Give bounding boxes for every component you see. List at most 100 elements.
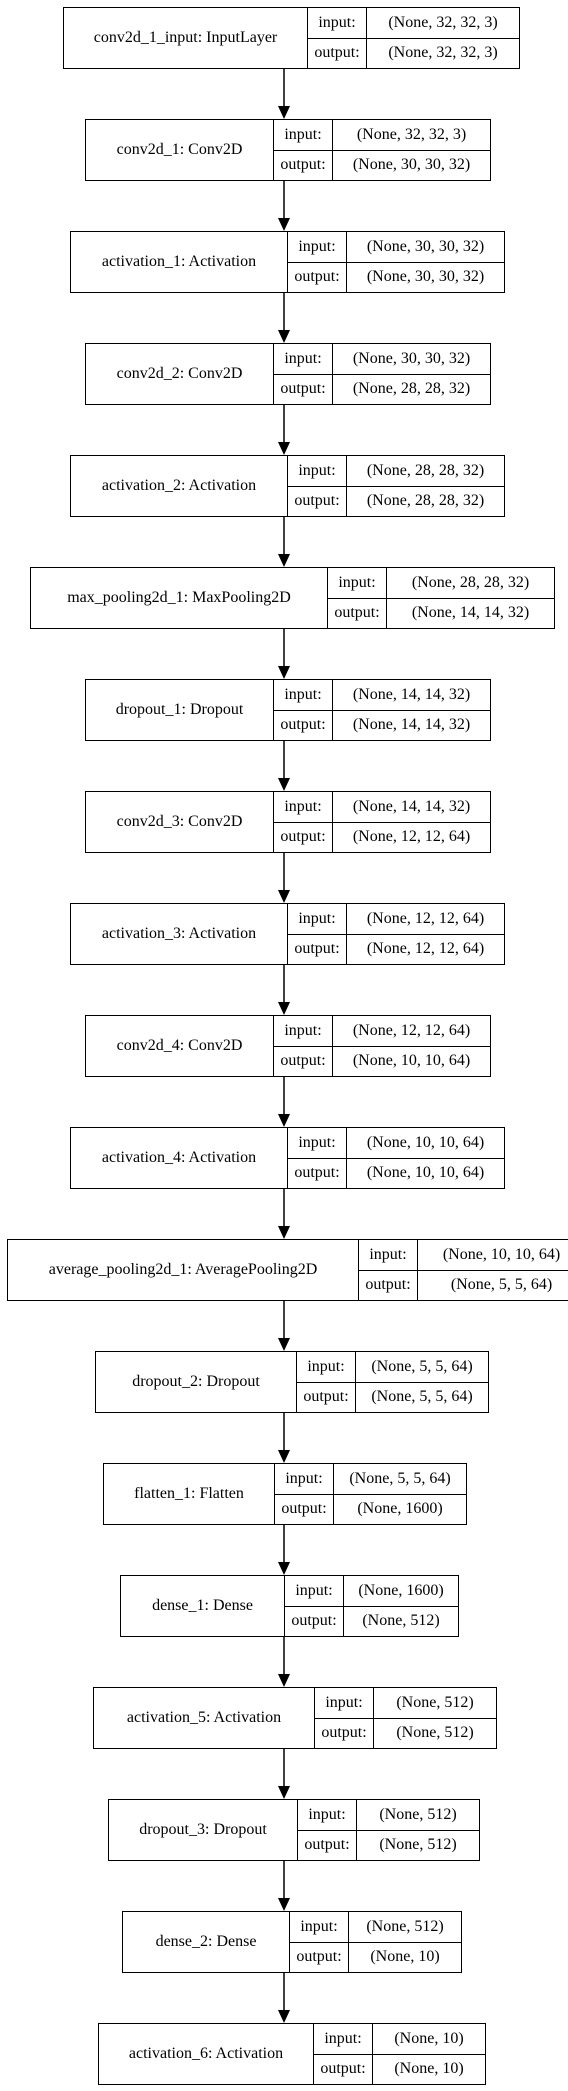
output-row: output:(None, 28, 28, 32) [274,373,490,404]
output-shape: (None, 28, 28, 32) [366,492,485,510]
input-shape: (None, 32, 32, 3) [356,125,467,143]
input-row: input: (None, 1600) [285,1576,458,1606]
input-shape: (None, 1600) [358,1581,444,1599]
output-label: output: [314,2054,373,2084]
input-label: input: [308,8,367,38]
output-row: output: (None, 32, 32, 3) [308,37,519,68]
input-label: input: [274,680,333,710]
output-row: output:(None, 1600) [275,1493,466,1524]
output-row: output: (None, 28, 28, 32) [288,485,504,516]
input-row: input:(None, 512) [290,1912,461,1942]
input-label: input: [297,1352,356,1382]
output-row: output:(None, 10, 10, 64) [274,1045,490,1076]
output-shape: (None, 5, 5, 64) [450,1276,553,1294]
arrow-head-icon [278,554,290,567]
input-row: input:(None, 10) [314,2024,485,2054]
output-row: output: (None, 5, 5, 64) [359,1269,568,1300]
output-shape: (None, 14, 14, 32) [352,716,471,734]
output-shape: (None, 32, 32, 3) [388,44,498,62]
layer-name: dropout_2: Dropout [96,1352,297,1412]
layer-name: activation_4: Activation [71,1128,288,1188]
output-shape: (None, 10) [370,1948,440,1966]
input-shape: (None, 30, 30, 32) [352,349,471,367]
output-label: output: [308,38,367,68]
output-label: output: [297,1382,356,1412]
layer-name: activation_6: Activation [99,2024,314,2084]
output-row: output:(None, 10, 10, 64) [288,1157,504,1188]
input-label: input: [288,232,347,262]
input-shape: (None, 28, 28, 32) [411,573,530,591]
output-label: output: [285,1606,344,1636]
input-row: input:(None, 30, 30, 32) [274,344,490,374]
output-label: output: [274,710,333,740]
layer-name: conv2d_2: Conv2D [86,344,274,404]
output-label: output: [274,374,333,404]
layer-name: conv2d_4: Conv2D [86,1016,274,1076]
output-row: output:(None, 12, 12, 64) [288,933,504,964]
layer-name: conv2d_1: Conv2D [86,120,274,180]
layer-name: activation_3: Activation [71,904,288,964]
arrow-head-icon [278,442,290,455]
input-row: input:(None, 512) [298,1800,479,1830]
output-label: output: [274,150,333,180]
output-row: output: (None, 512) [285,1605,458,1636]
input-row: input:(None, 14, 14, 32) [274,792,490,822]
input-row: input:(None, 10, 10, 64) [288,1128,504,1158]
input-row: input: (None, 12, 12, 64) [288,904,504,934]
output-row: output:(None, 10) [290,1941,461,1972]
input-shape: (None, 14, 14, 32) [352,685,471,703]
input-shape: (None, 10, 10, 64) [366,1133,485,1151]
output-shape: (None, 10, 10, 64) [366,1164,485,1182]
layer-name: dense_1: Dense [121,1576,285,1636]
input-label: input: [359,1240,418,1270]
output-row: output:(None, 30, 30, 32) [288,261,504,292]
arrow-head-icon [278,106,290,119]
input-label: input: [274,120,333,150]
arrow-head-icon [278,1338,290,1351]
input-row: input: (None, 32, 32, 3) [308,8,519,38]
input-shape: (None, 5, 5, 64) [349,1469,451,1487]
output-label: output: [275,1494,334,1524]
output-label: output: [298,1830,357,1860]
input-shape: (None, 32, 32, 3) [388,13,498,31]
input-label: input: [288,904,347,934]
input-label: input: [275,1464,334,1494]
layer-name: max_pooling2d_1: MaxPooling2D [31,568,328,628]
output-row: output:(None, 512) [298,1829,479,1860]
input-shape: (None, 12, 12, 64) [366,909,485,927]
input-row: input:(None, 512) [315,1688,496,1718]
input-shape: (None, 28, 28, 32) [366,461,485,479]
output-label: output: [359,1270,418,1300]
arrow-head-icon [278,2010,290,2023]
input-row: input:(None, 12, 12, 64) [274,1016,490,1046]
input-label: input: [285,1576,344,1606]
output-shape: (None, 10) [394,2060,464,2078]
layer-name: activation_2: Activation [71,456,288,516]
input-shape: (None, 512) [366,1917,444,1935]
output-row: output:(None, 30, 30, 32) [274,149,490,180]
output-label: output: [288,486,347,516]
arrow-head-icon [278,330,290,343]
arrow-head-icon [278,890,290,903]
output-shape: (None, 512) [362,1612,440,1630]
output-label: output: [288,934,347,964]
layer-name: average_pooling2d_1: AveragePooling2D [8,1240,359,1300]
output-label: output: [315,1718,374,1748]
arrow-head-icon [278,218,290,231]
layer-name: conv2d_3: Conv2D [86,792,274,852]
